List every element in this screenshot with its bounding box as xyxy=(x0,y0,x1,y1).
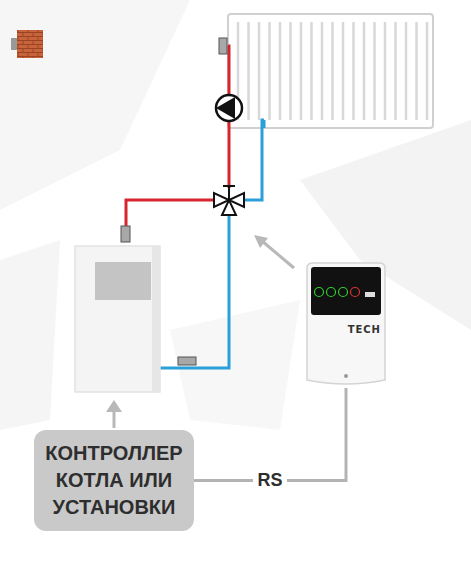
node-text: КОНТРОЛЛЕР КОТЛА ИЛИ УСТАНОВКИ xyxy=(42,440,186,521)
radiator xyxy=(228,14,433,128)
temp-sensor xyxy=(121,226,130,242)
tech-controller: TECH xyxy=(303,262,389,388)
pump-symbol xyxy=(216,95,242,121)
boiler xyxy=(75,246,160,392)
mixing-valve xyxy=(214,186,244,215)
rs-cable xyxy=(194,388,346,481)
signal-label: RS xyxy=(253,470,286,491)
bg-facet xyxy=(0,0,190,210)
controller-box: КОНТРОЛЛЕР КОТЛА ИЛИ УСТАНОВКИ xyxy=(34,430,194,531)
return-pipe xyxy=(158,212,229,368)
bg-facet xyxy=(170,300,300,430)
bg-facet xyxy=(0,240,60,430)
temp-sensor xyxy=(178,357,196,365)
return-pipe xyxy=(242,120,264,200)
temp-sensor xyxy=(219,38,227,54)
pointer-arrow xyxy=(106,235,294,428)
supply-pipe xyxy=(126,200,216,228)
wall-icon xyxy=(17,30,43,58)
outdoor-sensor xyxy=(11,38,17,50)
brand-logo: TECH xyxy=(348,324,381,335)
